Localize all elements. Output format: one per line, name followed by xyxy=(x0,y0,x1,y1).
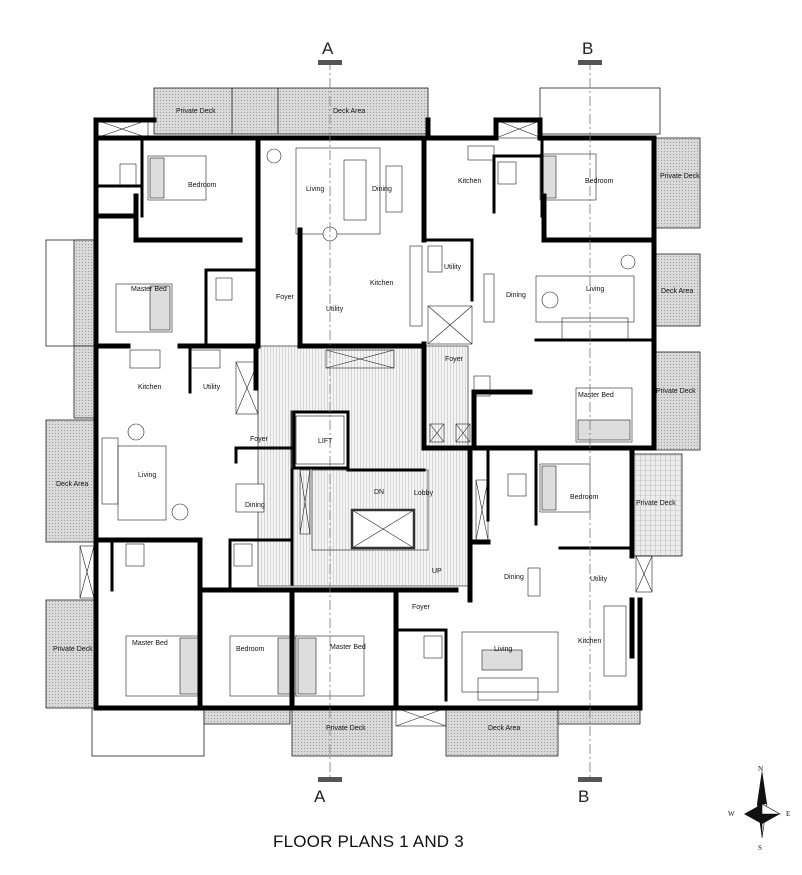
room-label: Foyer xyxy=(412,604,430,611)
room-label: Deck Area xyxy=(488,725,521,732)
section-marker-a-bottom: A xyxy=(314,787,326,806)
decks xyxy=(45,87,701,757)
room-label: Living xyxy=(494,646,513,653)
room-label: Private Deck xyxy=(656,388,696,395)
room-label: Utility xyxy=(444,264,462,271)
room-label: Kitchen xyxy=(578,638,602,645)
room-label: Private Deck xyxy=(53,646,93,653)
section-marker-a-top: A xyxy=(322,39,334,58)
room-label: Utility xyxy=(203,384,221,391)
room-label: Kitchen xyxy=(370,280,394,287)
room-label: LIFT xyxy=(318,438,333,445)
section-marker-b-bottom: B xyxy=(578,787,590,806)
room-label: Kitchen xyxy=(458,178,482,185)
room-label: Dining xyxy=(506,292,526,299)
room-label: Lobby xyxy=(414,490,434,497)
room-label: Dining xyxy=(372,186,392,193)
compass-s: S xyxy=(758,844,762,852)
room-label: Master Bed xyxy=(330,644,366,651)
room-label: Master Bed xyxy=(131,286,167,293)
room-label: Bedroom xyxy=(585,178,614,185)
room-label: Foyer xyxy=(445,356,463,363)
room-label: Deck Area xyxy=(661,288,694,295)
room-label: Private Deck xyxy=(636,500,676,507)
room-label: Living xyxy=(138,472,157,479)
compass-e: E xyxy=(786,810,791,818)
compass-n: N xyxy=(758,765,764,773)
section-ticks xyxy=(318,60,602,782)
compass-icon xyxy=(744,770,782,839)
section-marker-b-top: B xyxy=(582,39,594,58)
room-label: Living xyxy=(306,186,325,193)
room-label: Dining xyxy=(504,574,524,581)
room-label: Foyer xyxy=(250,436,268,443)
compass-w: W xyxy=(728,810,735,818)
furniture xyxy=(101,145,636,701)
room-label: Bedroom xyxy=(188,182,217,189)
section-lines xyxy=(329,60,591,780)
walls xyxy=(93,117,657,711)
room-label: UP xyxy=(432,568,442,575)
room-label: Utility xyxy=(326,306,344,313)
room-label: Utility xyxy=(590,576,608,583)
north-arrow: N S W E xyxy=(724,760,800,856)
room-label: Foyer xyxy=(276,294,294,301)
page-title: FLOOR PLANS 1 AND 3 xyxy=(273,832,464,851)
room-label: Master Bed xyxy=(578,392,614,399)
room-label: Kitchen xyxy=(138,384,162,391)
room-label: Private Deck xyxy=(176,108,216,115)
room-label: Dining xyxy=(245,502,265,509)
room-label: Bedroom xyxy=(236,646,265,653)
room-label: Deck Area xyxy=(333,108,366,115)
room-label: Deck Area xyxy=(56,481,89,488)
room-label: Living xyxy=(586,286,605,293)
room-label: Bedroom xyxy=(570,494,599,501)
room-label: Private Deck xyxy=(326,725,366,732)
room-label: DN xyxy=(374,489,385,496)
room-label: Master Bed xyxy=(132,640,168,647)
room-label: Private Deck xyxy=(660,173,700,180)
lobby-core xyxy=(257,345,469,587)
